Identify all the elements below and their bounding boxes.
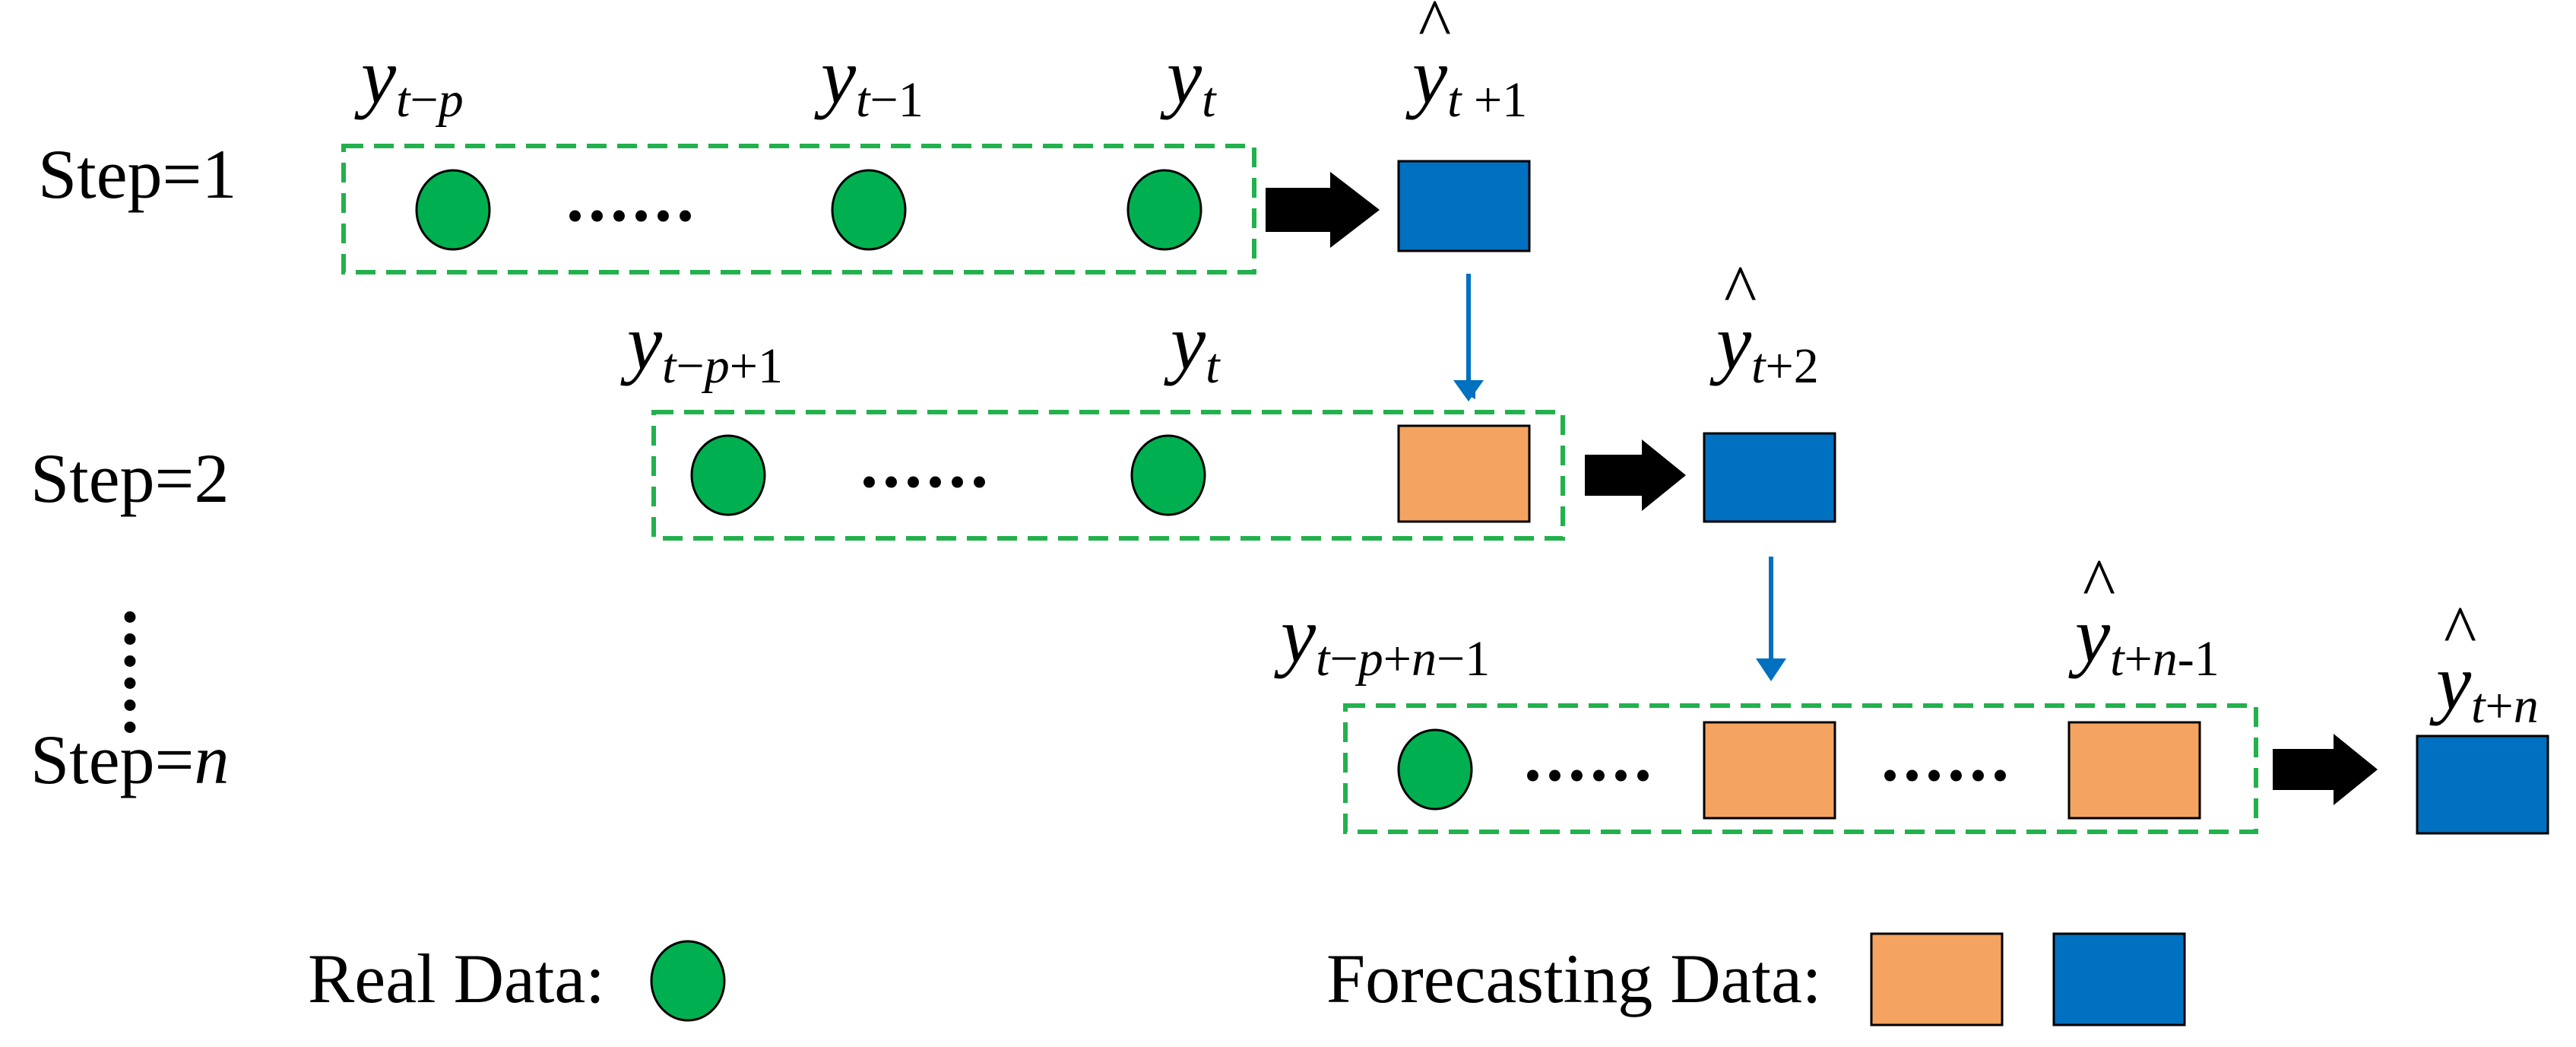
label-yhat-t-plus-2: ^ yt+2 bbox=[1709, 251, 1819, 394]
forecast-arrow-step-2 bbox=[1585, 439, 1686, 511]
svg-text:^: ^ bbox=[1724, 251, 1757, 328]
real-data-point bbox=[1397, 728, 1473, 811]
legend-forecast-swatch-blue bbox=[2052, 932, 2186, 1026]
input-window-step-n bbox=[1343, 703, 2258, 834]
forecast-arrow-step-n bbox=[2273, 734, 2378, 805]
forecast-output-step-1 bbox=[1397, 160, 1531, 252]
svg-text:yt+n: yt+n bbox=[2429, 639, 2539, 734]
label-y-t: yt bbox=[1164, 299, 1221, 394]
svg-text:yt: yt bbox=[1164, 299, 1221, 394]
svg-text:yt: yt bbox=[1160, 33, 1217, 128]
ellipsis: ...... bbox=[1524, 718, 1656, 795]
vertical-ellipsis: ...... bbox=[110, 608, 188, 741]
ellipsis: ...... bbox=[860, 424, 993, 502]
input-window-step-2 bbox=[651, 410, 1565, 541]
svg-text:^: ^ bbox=[2444, 592, 2476, 669]
real-data-point bbox=[1126, 169, 1202, 251]
legend-real-swatch bbox=[650, 940, 726, 1022]
label-y-t-minus-p-plus-1: yt−p+1 bbox=[620, 299, 783, 394]
svg-text:yt−1: yt−1 bbox=[814, 33, 924, 128]
legend-real-label: Real Data: bbox=[308, 940, 605, 1017]
real-data-point bbox=[1130, 434, 1206, 516]
forecast-input-step-2 bbox=[1397, 424, 1531, 523]
label-yhat-t-plus-n: ^ yt+n bbox=[2429, 592, 2539, 734]
real-data-point bbox=[690, 434, 766, 516]
forecast-input-step-n-a bbox=[1703, 721, 1836, 820]
forecast-arrow-step-1 bbox=[1266, 172, 1380, 248]
svg-text:yt−p: yt−p bbox=[354, 33, 464, 128]
svg-text:yt−p+1: yt−p+1 bbox=[620, 299, 783, 394]
label-y-t-minus-p-plus-n-minus-1: yt−p+n−1 bbox=[1274, 592, 1490, 687]
svg-text:yt +1: yt +1 bbox=[1405, 33, 1527, 128]
label-yhat-t-plus-1: ^ yt +1 bbox=[1405, 0, 1527, 128]
input-window-step-1 bbox=[341, 144, 1256, 274]
legend-forecast-swatch-orange bbox=[1870, 932, 2004, 1026]
forecast-input-step-n-b bbox=[2067, 721, 2201, 820]
real-data-point bbox=[415, 169, 491, 251]
legend-forecast-label: Forecasting Data: bbox=[1326, 940, 1821, 1017]
label-yhat-t-plus-n-minus-1: ^ yt+n-1 bbox=[2068, 544, 2220, 687]
step-2-label: Step=2 bbox=[30, 439, 229, 517]
svg-text:^: ^ bbox=[1418, 0, 1451, 62]
label-y-t: yt bbox=[1160, 33, 1217, 128]
forecast-output-step-n bbox=[2416, 734, 2549, 835]
feedback-arrowhead-1 bbox=[1453, 380, 1484, 401]
real-data-point bbox=[831, 169, 907, 251]
svg-text:^: ^ bbox=[2083, 544, 2115, 622]
forecast-output-step-2 bbox=[1703, 432, 1836, 523]
svg-text:yt−p+n−1: yt−p+n−1 bbox=[1274, 592, 1490, 687]
ellipsis: ...... bbox=[1881, 718, 2014, 795]
label-y-t-minus-1: yt−1 bbox=[814, 33, 924, 128]
feedback-arrowhead-2 bbox=[1756, 658, 1786, 681]
label-y-t-minus-p: yt−p bbox=[354, 33, 464, 128]
svg-text:yt+2: yt+2 bbox=[1709, 299, 1819, 394]
step-n-label: Step=n bbox=[30, 721, 229, 798]
ellipsis: ...... bbox=[566, 158, 699, 236]
svg-text:yt+n-1: yt+n-1 bbox=[2068, 592, 2220, 687]
step-1-label: Step=1 bbox=[38, 135, 236, 213]
